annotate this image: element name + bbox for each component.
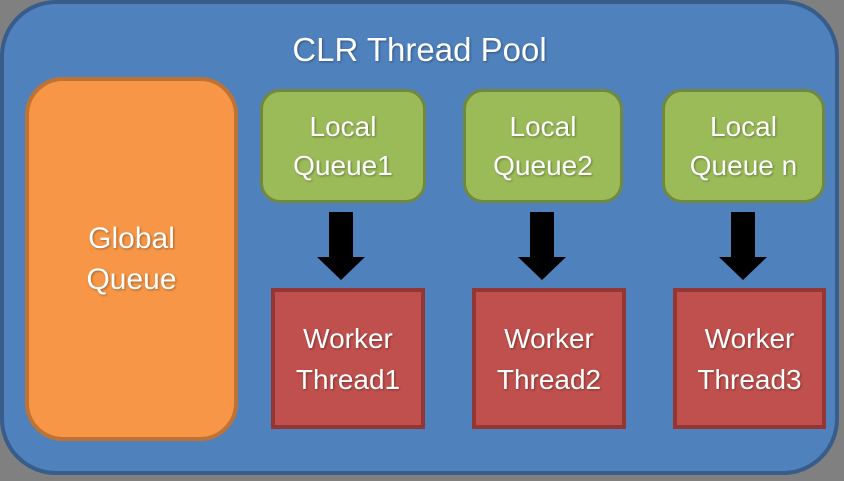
worker-thread-2-label-line2: Thread2 (496, 363, 602, 395)
local-queue-1-label-line1: Local (309, 111, 377, 142)
local-queue-n-label-line1: Local (710, 111, 777, 142)
down-arrow-shaft (329, 212, 353, 257)
local-queue-1-box: Local Queue1 (260, 89, 426, 203)
local-queue-2-box: Local Queue2 (463, 89, 623, 203)
worker-thread-3-label-line1: Worker (704, 322, 795, 354)
down-arrow-icon (518, 212, 566, 280)
worker-thread-1-label-line1: Worker (303, 322, 393, 354)
worker-thread-3-box: Worker Thread3 (673, 288, 826, 429)
worker-thread-1-box: Worker Thread1 (271, 288, 425, 429)
global-queue-box: Global Queue (25, 77, 238, 441)
local-queue-2-label-line1: Local (509, 111, 577, 142)
local-queue-1-label-line2: Queue1 (293, 150, 393, 181)
worker-thread-3-label-line2: Thread3 (697, 363, 802, 395)
down-arrow-icon (719, 212, 767, 280)
pool-title: CLR Thread Pool (292, 31, 547, 68)
global-queue-label-line1: Global (88, 222, 175, 255)
down-arrow-icon (317, 212, 365, 280)
global-queue-label-line2: Queue (86, 263, 177, 296)
worker-thread-2-box: Worker Thread2 (472, 288, 626, 429)
down-arrow-shaft (731, 212, 755, 257)
down-arrow-head (518, 257, 566, 280)
down-arrow-head (317, 257, 365, 280)
worker-thread-1-label-line2: Thread1 (295, 363, 401, 395)
local-queue-n-box: Local Queue n (662, 89, 825, 203)
worker-thread-2-label-line1: Worker (504, 322, 594, 354)
down-arrow-shaft (530, 212, 554, 257)
local-queue-2-label-line2: Queue2 (493, 150, 593, 181)
down-arrow-head (719, 257, 767, 280)
local-queue-n-label-line2: Queue n (689, 150, 798, 181)
